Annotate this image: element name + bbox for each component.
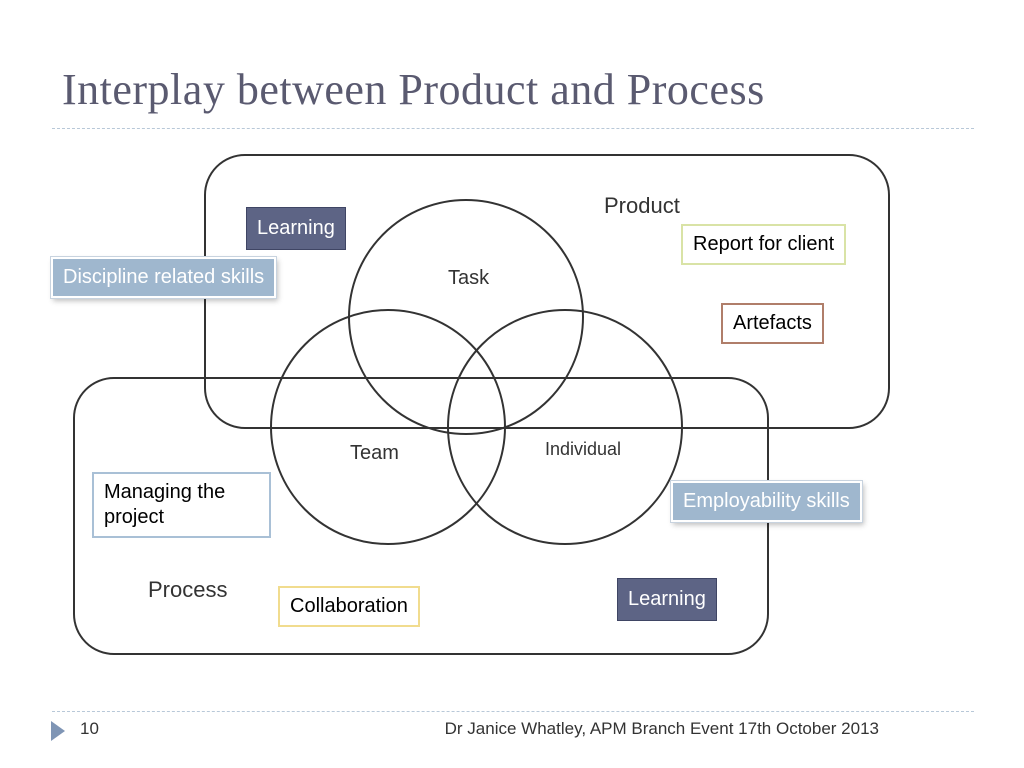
product-region	[204, 154, 890, 429]
employability-skills-label: Employability skills	[671, 481, 862, 522]
footer-caption: Dr Janice Whatley, APM Branch Event 17th…	[444, 719, 879, 738]
product-label: Product	[604, 193, 680, 218]
page-number: 10	[80, 719, 99, 738]
individual-label: Individual	[545, 439, 621, 459]
artefacts-label: Artefacts	[721, 303, 824, 344]
process-label: Process	[148, 577, 227, 602]
team-label: Team	[350, 442, 399, 464]
bullet-arrow-icon	[51, 721, 65, 741]
team-circle	[270, 309, 506, 545]
collaboration-label: Collaboration	[278, 586, 420, 627]
managing-project-label: Managing the project	[92, 472, 271, 538]
slide-title: Interplay between Product and Process	[62, 65, 765, 114]
learning-label-top: Learning	[246, 207, 346, 250]
task-label: Task	[448, 267, 490, 289]
discipline-skills-label: Discipline related skills	[51, 257, 277, 298]
individual-circle	[447, 309, 683, 545]
learning-label-bottom: Learning	[617, 578, 717, 621]
footer-divider	[52, 711, 974, 712]
title-divider	[52, 128, 974, 129]
task-circle	[348, 199, 584, 435]
report-for-client-label: Report for client	[681, 224, 847, 265]
